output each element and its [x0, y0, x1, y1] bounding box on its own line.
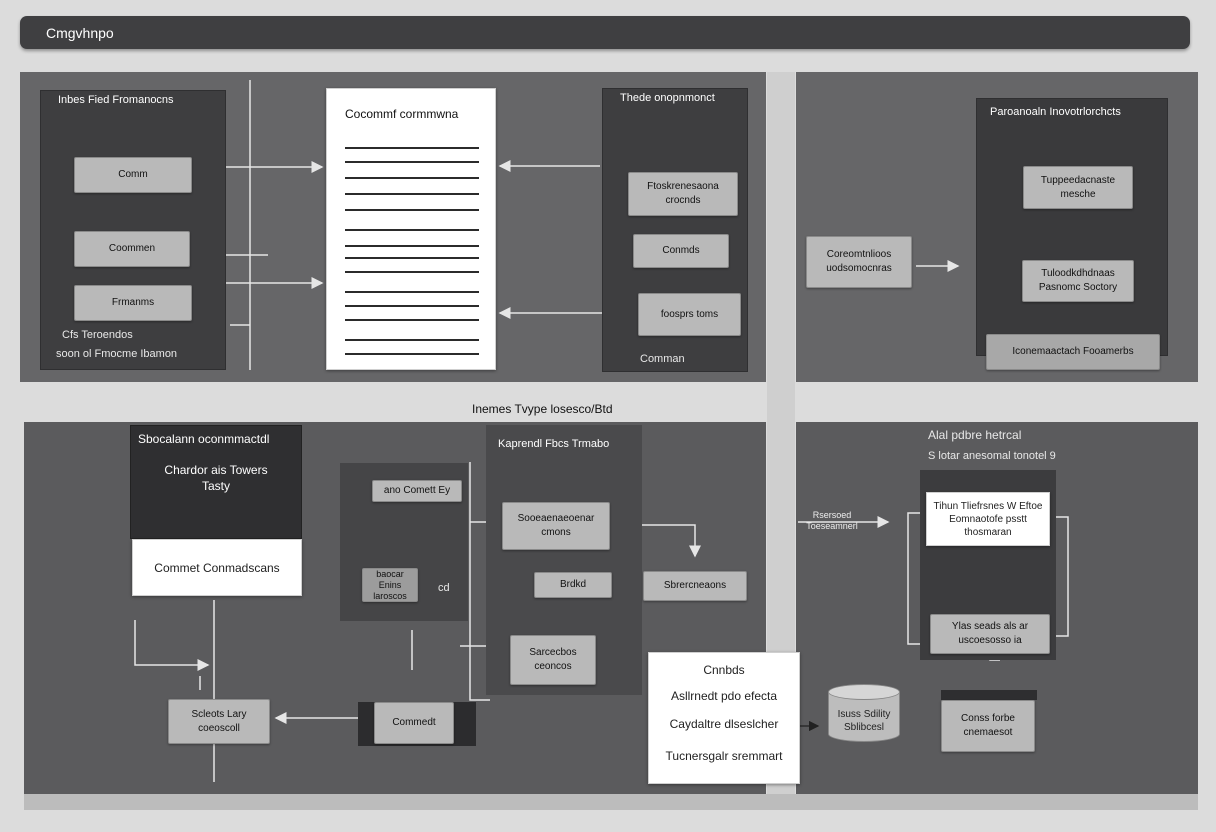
iconemaactach-node[interactable]: Iconemaactach Fooamerbs [986, 334, 1160, 370]
cylinder-top [828, 684, 900, 700]
rsersoed-label[interactable]: Rsersoed Toeseamnerl [806, 510, 858, 531]
document-line [345, 291, 479, 293]
document-line [345, 229, 479, 231]
sooeaenae-node[interactable]: Sooeaenaeoenar cmons [502, 502, 610, 550]
bottom-strip [24, 794, 1198, 810]
legend-line: Asllrnedt pdo efecta [670, 689, 778, 703]
comm-node[interactable]: Comm [74, 157, 192, 193]
sarcecbos-node[interactable]: Sarcecbos ceoncos [510, 635, 596, 685]
database-icon[interactable]: Isuss Sdility Sblibcesl [828, 684, 900, 746]
baocar-node[interactable]: baocar Enins laroscos [362, 568, 418, 602]
document-line [345, 353, 479, 355]
conmds-node[interactable]: Conmds [633, 234, 729, 268]
document-line [345, 193, 479, 195]
tihun-label: Tihun Tliefrsnes W Eftoe Eomnaotofe psst… [933, 500, 1043, 538]
conss-node[interactable]: Conss forbe cnemaesot [941, 700, 1035, 752]
kaprendl-header: Kaprendl Fbcs Trmabo [498, 438, 610, 450]
document-line [345, 271, 479, 273]
commet-label: Commet Conmadscans [154, 560, 280, 575]
ftoskrenes-node[interactable]: Ftoskrenesaona crocnds [628, 172, 738, 216]
document-line [345, 319, 479, 321]
commedt-node[interactable]: Commedt [374, 702, 454, 744]
document-line [345, 177, 479, 179]
cylinder-label: Isuss Sdility Sblibcesl [837, 709, 891, 733]
frmanms-node[interactable]: Frmanms [74, 285, 192, 321]
paroanoaln-group [976, 98, 1168, 356]
coommen-node[interactable]: Coommen [74, 231, 190, 267]
legend-line: Caydaltre dlseslcher [669, 717, 779, 731]
legend-box: Cnnbds Asllrnedt pdo efecta Caydaltre dl… [648, 652, 800, 784]
document-line [345, 257, 479, 259]
document-line [345, 245, 479, 247]
inbes-group-header: Inbes Fied Fromanocns [58, 94, 174, 106]
sbrercneaons-node[interactable]: Sbrercneaons [643, 571, 747, 601]
cd-label: cd [438, 582, 450, 594]
thede-group-header: Thede onopnmonct [620, 92, 715, 104]
document-title: Cocommf cormmwna [345, 107, 459, 121]
tuloodkdhdnaas-node[interactable]: Tuloodkdhdnaas Pasnomc Soctory [1022, 260, 1134, 302]
legend-line: Cnnbds [703, 663, 745, 677]
inbes-group [40, 90, 226, 370]
commet-node[interactable]: Commet Conmadscans [132, 539, 302, 596]
alal-header: Alal pdbre hetrcal [928, 428, 1022, 442]
paroanoaln-header: Paroanoaln Inovotrlorchcts [990, 106, 1121, 118]
brdkd-node[interactable]: Brdkd [534, 572, 612, 598]
title-bar [20, 16, 1190, 49]
footer-label: Cfs Teroendos [62, 329, 133, 341]
sbocalann-group [130, 425, 302, 539]
legend-line: Tucnersgalr sremmart [665, 749, 783, 763]
tihun-node[interactable]: Tihun Tliefrsnes W Eftoe Eomnaotofe psst… [926, 492, 1050, 546]
document-line [345, 147, 479, 149]
coreomtnlioos-node[interactable]: Coreomtnlioos uodsomocnras [806, 236, 912, 288]
document-line [345, 209, 479, 211]
sbocalann-header: Sbocalann oconmmactdl [138, 432, 270, 446]
document-page[interactable]: Cocommf cormmwna [326, 88, 496, 370]
tuppeedacnaste-node[interactable]: Tuppeedacnaste mesche [1023, 166, 1133, 209]
app-title: Cmgvhnpo [46, 25, 114, 41]
center-label: Inemes Tvype losesco/Btd [472, 402, 613, 416]
chardor-node[interactable]: Chardor ais Towers Tasty [164, 463, 268, 493]
ylas-node[interactable]: Ylas seads als ar uscoesosso ia [930, 614, 1050, 654]
document-line [345, 161, 479, 163]
scleots-node[interactable]: Scleots Lary coeoscoll [168, 699, 270, 744]
alal-subheader: S lotar anesomal tonotel 9 [928, 450, 1056, 462]
document-line [345, 305, 479, 307]
comman-label: Comman [640, 353, 685, 365]
conss-node-top [941, 690, 1037, 700]
cylinder-body [828, 692, 900, 742]
footer-label: soon ol Fmocme Ibamon [56, 348, 178, 360]
document-line [345, 339, 479, 341]
ano-comett-tag[interactable]: ano Comett Ey [372, 480, 462, 502]
foosprs-node[interactable]: foosprs toms [638, 293, 741, 336]
